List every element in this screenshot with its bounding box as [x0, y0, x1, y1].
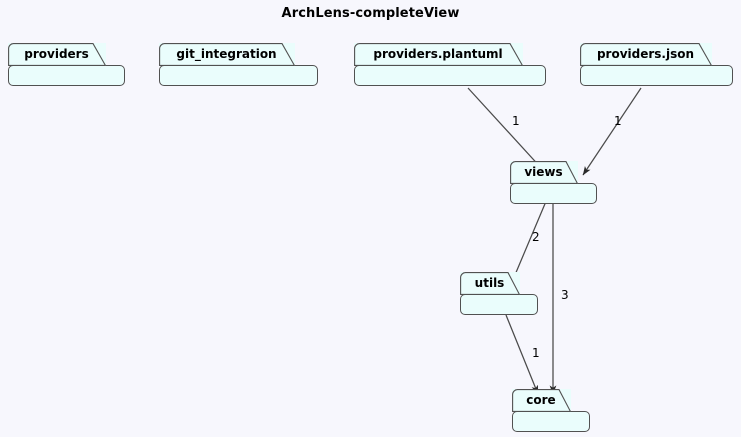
package-label: utils [474, 276, 505, 290]
package-tab: utils [460, 272, 521, 295]
package-body [512, 411, 590, 432]
edge-plantuml-to-views [467, 87, 544, 171]
package-node-core[interactable]: core [512, 389, 590, 433]
package-label: views [524, 165, 563, 179]
package-node-providers[interactable]: providers [8, 43, 125, 87]
package-body [8, 65, 125, 86]
package-tab: providers.json [580, 43, 713, 66]
diagram-title: ArchLens-completeView [281, 6, 460, 21]
edge-label-views-to-utils: 2 [532, 230, 540, 244]
package-node-providers-plantuml[interactable]: providers.plantuml [354, 43, 546, 87]
edge-label-utils-to-core: 1 [532, 346, 540, 360]
package-label: providers.plantuml [373, 47, 503, 61]
package-tab: views [510, 161, 579, 184]
package-label: providers.json [596, 47, 695, 61]
package-body [354, 65, 546, 86]
package-body [159, 65, 318, 86]
package-label: providers [24, 47, 89, 61]
package-label: git_integration [176, 47, 277, 61]
edge-label-json-to-views: 1 [614, 114, 622, 128]
package-node-git-integration[interactable]: git_integration [159, 43, 318, 87]
package-node-providers-json[interactable]: providers.json [580, 43, 733, 87]
edge-label-views-to-core: 3 [561, 288, 569, 302]
package-tab: git_integration [159, 43, 296, 66]
package-tab: providers.plantuml [354, 43, 524, 66]
edge-label-plantuml-to-views: 1 [512, 114, 520, 128]
package-node-views[interactable]: views [510, 161, 597, 205]
package-body [460, 294, 538, 315]
package-label: core [526, 393, 556, 407]
package-node-utils[interactable]: utils [460, 272, 538, 316]
package-tab: providers [8, 43, 107, 66]
package-body [580, 65, 733, 86]
package-tab: core [512, 389, 572, 412]
edge-views-to-utils [511, 198, 548, 283]
package-body [510, 183, 597, 204]
